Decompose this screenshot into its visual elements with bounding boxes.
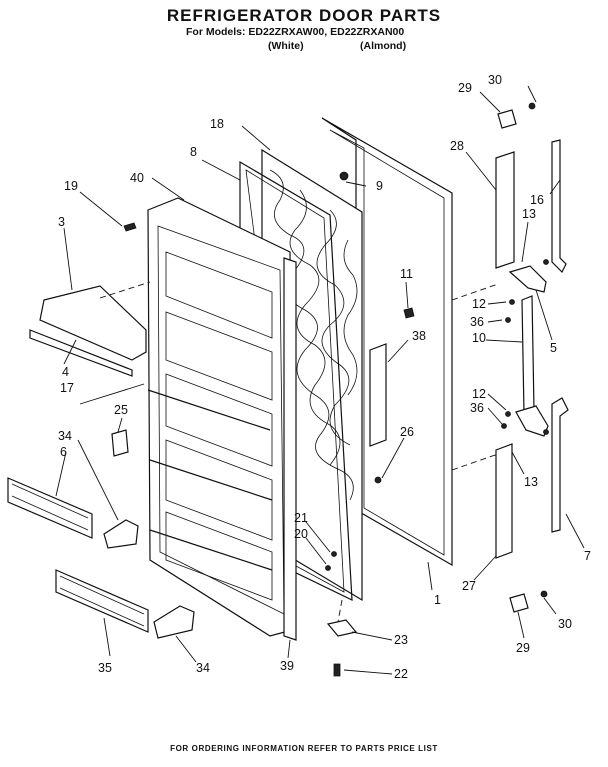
callout-38: 38 bbox=[412, 329, 426, 343]
hinge-screw-top bbox=[528, 102, 536, 110]
clip-21 bbox=[331, 551, 337, 557]
callout-29-top: 29 bbox=[458, 81, 472, 95]
assembly-line-c bbox=[451, 453, 499, 471]
lower-handle-cap bbox=[495, 443, 513, 559]
callout-30-top: 30 bbox=[488, 73, 502, 87]
page-title: REFRIGERATOR DOOR PARTS bbox=[166, 6, 442, 25]
callout-22: 22 bbox=[394, 667, 408, 681]
callout-12-bottom: 12 bbox=[472, 387, 486, 401]
callout-25: 25 bbox=[114, 403, 128, 417]
shelf-retainer-bar bbox=[29, 285, 147, 377]
shelf-end-cap-upper bbox=[103, 519, 139, 549]
assembly-line-d bbox=[337, 599, 343, 623]
variant-almond: (Almond) bbox=[360, 40, 407, 52]
hinge-pin-bracket-top bbox=[497, 109, 517, 129]
callout-5: 5 bbox=[550, 341, 557, 355]
shelf-clip bbox=[111, 429, 129, 457]
outer-door-panel bbox=[321, 117, 453, 567]
callout-40: 40 bbox=[130, 171, 144, 185]
handle-trim-upper bbox=[551, 139, 567, 274]
handle-mount-upper bbox=[508, 265, 547, 293]
callout-4: 4 bbox=[62, 365, 69, 379]
door-trim-strip bbox=[283, 257, 297, 641]
callout-13-top: 13 bbox=[522, 207, 536, 221]
inner-door-liner bbox=[147, 197, 293, 637]
door-shelf-lower bbox=[55, 569, 149, 633]
callout-29-bottom: 29 bbox=[516, 641, 530, 655]
screw-22 bbox=[333, 663, 341, 677]
callout-20: 20 bbox=[294, 527, 308, 541]
callout-18: 18 bbox=[210, 117, 224, 131]
callout-26: 26 bbox=[400, 425, 414, 439]
clip-26 bbox=[374, 476, 382, 484]
callout-28: 28 bbox=[450, 139, 464, 153]
callout-30-bottom: 30 bbox=[558, 617, 572, 631]
plug-9 bbox=[339, 171, 349, 181]
callout-7: 7 bbox=[584, 549, 591, 563]
hinge-pin-bracket-bottom bbox=[509, 593, 529, 613]
models-line: For Models: ED22ZRXAW00, ED22ZRXAN00 bbox=[186, 26, 405, 38]
callout-11: 11 bbox=[400, 267, 413, 281]
callout-36-bottom: 36 bbox=[470, 401, 484, 415]
callout-8: 8 bbox=[190, 145, 197, 159]
callout-23: 23 bbox=[394, 633, 408, 647]
callout-1: 1 bbox=[434, 593, 441, 607]
hinge-screw-bottom bbox=[540, 590, 548, 598]
clip-11 bbox=[403, 307, 415, 319]
screw-36b bbox=[501, 423, 507, 429]
variant-white: (White) bbox=[268, 40, 304, 52]
callout-6: 6 bbox=[60, 445, 67, 459]
screw-13b bbox=[543, 429, 549, 435]
ordering-note: FOR ORDERING INFORMATION REFER TO PARTS … bbox=[170, 744, 438, 753]
callout-13-bottom: 13 bbox=[524, 475, 538, 489]
callout-17: 17 bbox=[60, 381, 74, 395]
upper-handle-cap bbox=[495, 151, 515, 269]
screw-36a bbox=[505, 317, 511, 323]
leader-lines bbox=[55, 85, 585, 675]
callout-21: 21 bbox=[294, 511, 308, 525]
callout-36-top: 36 bbox=[470, 315, 484, 329]
door-handle bbox=[521, 295, 535, 415]
mounting-screw bbox=[123, 222, 137, 232]
lower-hinge-bracket bbox=[326, 619, 358, 637]
callout-34-top: 34 bbox=[58, 429, 72, 443]
callout-34-bottom: 34 bbox=[196, 661, 210, 675]
handle-trim-lower bbox=[551, 397, 569, 533]
callout-16: 16 bbox=[530, 193, 544, 207]
door-shelf-upper bbox=[7, 477, 93, 539]
callout-10: 10 bbox=[472, 331, 486, 345]
shelf-end-cap-lower bbox=[153, 605, 195, 639]
callout-35: 35 bbox=[98, 661, 112, 675]
assembly-line-b bbox=[451, 283, 499, 301]
callout-3: 3 bbox=[58, 215, 65, 229]
callout-27: 27 bbox=[462, 579, 476, 593]
callout-19: 19 bbox=[64, 179, 78, 193]
callout-labels: 30 29 28 18 8 9 40 19 16 13 3 11 12 36 1… bbox=[58, 73, 591, 681]
clip-20 bbox=[325, 565, 331, 571]
callout-12-top: 12 bbox=[472, 297, 486, 311]
dispenser-bracket-38 bbox=[369, 343, 387, 447]
callout-39: 39 bbox=[280, 659, 294, 673]
screw-13a bbox=[543, 259, 549, 265]
callout-9: 9 bbox=[376, 179, 383, 193]
screw-12a bbox=[509, 299, 515, 305]
assembly-line-a bbox=[99, 281, 151, 299]
screw-12b bbox=[505, 411, 511, 417]
